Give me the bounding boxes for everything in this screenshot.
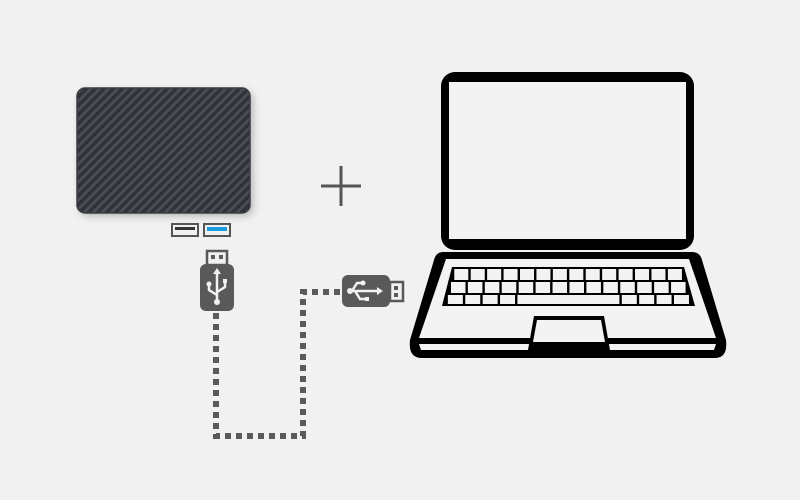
keyboard-key [586, 282, 601, 293]
usb-port-icon [171, 223, 199, 237]
keyboard-key [671, 282, 686, 293]
external-hard-drive-icon [76, 80, 401, 220]
drive-stripe [77, 88, 214, 213]
keyboard-key [585, 269, 600, 280]
keyboard-key [501, 282, 517, 293]
keyboard-key [482, 295, 498, 304]
keyboard-key [603, 282, 618, 293]
drive-stripe [77, 88, 115, 213]
drive-stripe [124, 88, 250, 213]
keyboard-key [454, 269, 469, 280]
drive-stripe [169, 88, 250, 213]
drive-stripe [77, 88, 124, 213]
keyboard-key [520, 269, 535, 280]
keyboard-key [450, 282, 466, 293]
drive-stripe [196, 88, 250, 213]
keyboard-key [673, 295, 689, 304]
keyboard-key [637, 282, 652, 293]
keyboard-key [536, 269, 551, 280]
usb-connector-icon [342, 275, 405, 307]
keyboard-key [487, 269, 502, 280]
drive-stripe [232, 88, 250, 213]
drive-stripe [77, 88, 160, 213]
laptop-icon [409, 72, 727, 358]
drive-stripe [151, 88, 250, 213]
drive-stripe [252, 80, 392, 220]
drive-stripe [77, 88, 79, 213]
drive-stripe [77, 88, 187, 213]
drive-stripe [241, 88, 250, 213]
drive-stripe [77, 88, 178, 213]
keyboard-key [484, 282, 500, 293]
drive-stripe [160, 88, 250, 213]
drive-stripe [77, 88, 151, 213]
keyboard-key [470, 269, 485, 280]
keyboard-key [552, 269, 567, 280]
keyboard-key [602, 269, 617, 280]
usb-port-active-icon [203, 223, 231, 237]
drive-stripe [261, 80, 401, 220]
drive-stripe [79, 88, 223, 213]
keyboard-key [569, 282, 584, 293]
keyboard-key [447, 295, 463, 304]
keyboard-key [467, 282, 483, 293]
drive-stripe [214, 88, 250, 213]
drive-stripe [223, 88, 250, 213]
drive-stripe [77, 88, 106, 213]
keyboard-key [621, 295, 637, 304]
keyboard-key [639, 295, 655, 304]
keyboard-key [500, 295, 516, 304]
drive-stripe [178, 88, 250, 213]
usb-cable [213, 289, 340, 439]
drive-stripe [205, 88, 250, 213]
keyboard-key [667, 269, 682, 280]
keyboard-key [518, 282, 534, 293]
keyboard-key [620, 282, 635, 293]
drive-stripe [77, 88, 142, 213]
keyboard-key [552, 282, 568, 293]
drive-stripe [77, 88, 205, 213]
drive-stripe [115, 88, 250, 213]
keyboard-key [517, 295, 620, 304]
keyboard-key [635, 269, 650, 280]
keyboard-key [465, 295, 481, 304]
keyboard-key [618, 269, 633, 280]
drive-stripe [77, 88, 133, 213]
usb-connector-icon [200, 249, 234, 311]
keyboard-key [656, 295, 672, 304]
drive-stripe [97, 88, 241, 213]
drive-stripe [77, 88, 88, 213]
drive-stripe [106, 88, 250, 213]
drive-stripe [187, 88, 250, 213]
drive-stripe [133, 88, 250, 213]
plus-icon [321, 166, 361, 206]
keyboard-key [651, 269, 666, 280]
drive-stripe [142, 88, 250, 213]
keyboard-key [535, 282, 551, 293]
keyboard-key [503, 269, 518, 280]
keyboard-key [569, 269, 584, 280]
keyboard-key [654, 282, 669, 293]
drive-stripe [77, 88, 169, 213]
drive-stripe [88, 88, 232, 213]
